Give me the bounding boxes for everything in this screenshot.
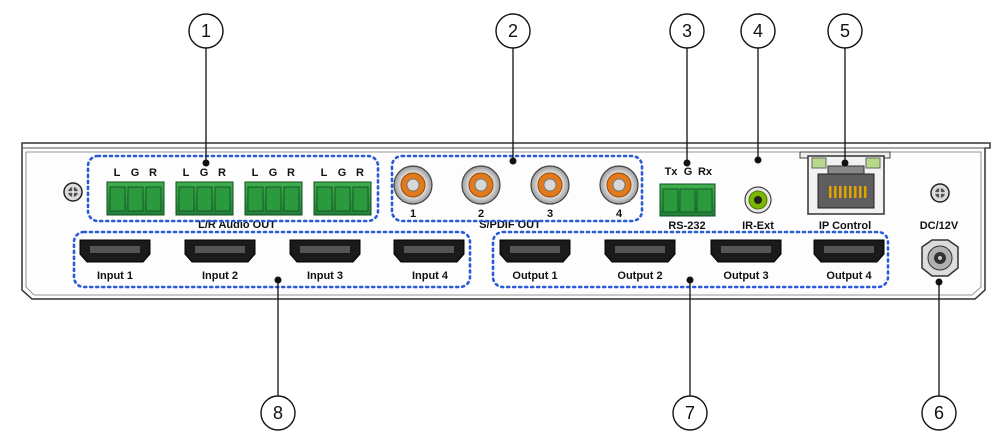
callout-5: 5 xyxy=(827,13,863,49)
pin-label-r: R xyxy=(356,167,364,179)
callout-number: 5 xyxy=(840,21,850,41)
pin-label-r: R xyxy=(287,167,295,179)
pin-label-g: G xyxy=(269,167,278,179)
callout-number: 1 xyxy=(201,21,211,41)
spdif-jack-label-3: 3 xyxy=(547,208,553,220)
rs232-pin-rx: Rx xyxy=(698,166,713,178)
hdmi-input-1-label: Input 1 xyxy=(97,270,133,282)
callout-number: 4 xyxy=(753,21,763,41)
spdif-group-outline xyxy=(390,154,644,223)
hdmi-input-3-icon xyxy=(289,239,361,263)
audio-terminal-block-2 xyxy=(175,181,234,216)
ir-ext-label: IR-Ext xyxy=(742,220,774,232)
audio-terminal-block-3 xyxy=(244,181,303,216)
spdif-jack-label-1: 1 xyxy=(410,208,416,220)
hdmi-input-2-icon xyxy=(184,239,256,263)
pin-label-l: L xyxy=(183,167,190,179)
rs232-pin-tx: Tx xyxy=(665,166,679,178)
spdif-jack-label-2: 2 xyxy=(478,208,484,220)
hdmi-output-4-icon xyxy=(813,239,885,263)
audio-group-outline xyxy=(86,154,380,223)
callout-number: 6 xyxy=(934,403,944,423)
audio-terminal-block-4 xyxy=(313,181,372,216)
rs232-label: RS-232 xyxy=(668,220,705,232)
dc-power-label: DC/12V xyxy=(920,220,959,232)
pin-label-g: G xyxy=(200,167,209,179)
rca-jack-4-icon xyxy=(599,165,639,205)
callout-number: 8 xyxy=(273,403,283,423)
rs232-terminal-block xyxy=(659,183,716,217)
hdmi-output-1-label: Output 1 xyxy=(512,270,557,282)
hdmi-input-1-icon xyxy=(79,239,151,263)
callout-1: 1 xyxy=(188,13,224,49)
pin-label-l: L xyxy=(114,167,121,179)
leader-lines xyxy=(202,48,943,396)
hdmi-output-1-icon xyxy=(499,239,571,263)
hdmi-input-4-label: Input 4 xyxy=(412,270,449,282)
dc-power-jack-icon xyxy=(921,239,959,277)
rs232-pin-g: G xyxy=(684,166,693,178)
callout-number: 7 xyxy=(685,403,695,423)
ip-control-label: IP Control xyxy=(819,220,871,232)
rca-jack-3-icon xyxy=(530,165,570,205)
callout-8: 8 xyxy=(260,395,296,431)
callout-number: 3 xyxy=(682,21,692,41)
pin-label-l: L xyxy=(252,167,259,179)
callout-number: 2 xyxy=(508,21,518,41)
rca-jack-1-icon xyxy=(393,165,433,205)
audio-terminal-block-1 xyxy=(106,181,165,216)
spdif-jacks xyxy=(393,165,639,205)
audio-terminal-blocks xyxy=(106,181,372,216)
hdmi-output-ports xyxy=(499,239,885,263)
pin-label-g: G xyxy=(131,167,140,179)
callout-7: 7 xyxy=(672,395,708,431)
callout-4: 4 xyxy=(740,13,776,49)
hdmi-input-ports xyxy=(79,239,465,263)
callout-3: 3 xyxy=(669,13,705,49)
hdmi-input-3-label: Input 3 xyxy=(307,270,343,282)
rca-jack-2-icon xyxy=(461,165,501,205)
pin-label-r: R xyxy=(149,167,157,179)
left-screw-icon xyxy=(63,182,83,202)
audio-pin-labels: L G R L G R L G R L G R xyxy=(114,167,364,179)
hdmi-input-4-icon xyxy=(393,239,465,263)
hdmi-output-4-label: Output 4 xyxy=(826,270,872,282)
callout-2: 2 xyxy=(495,13,531,49)
callout-6: 6 xyxy=(921,395,957,431)
hdmi-output-2-label: Output 2 xyxy=(617,270,662,282)
hdmi-output-2-icon xyxy=(604,239,676,263)
spdif-jack-label-4: 4 xyxy=(616,208,623,220)
hdmi-output-3-icon xyxy=(710,239,782,263)
hdmi-output-3-label: Output 3 xyxy=(723,270,768,282)
pin-label-g: G xyxy=(338,167,347,179)
pin-label-l: L xyxy=(321,167,328,179)
right-screw-icon xyxy=(930,183,950,203)
ir-ext-jack-icon xyxy=(744,186,772,214)
pin-label-r: R xyxy=(218,167,226,179)
hdmi-input-2-label: Input 2 xyxy=(202,270,238,282)
hdmi-input-group-outline xyxy=(72,230,472,289)
